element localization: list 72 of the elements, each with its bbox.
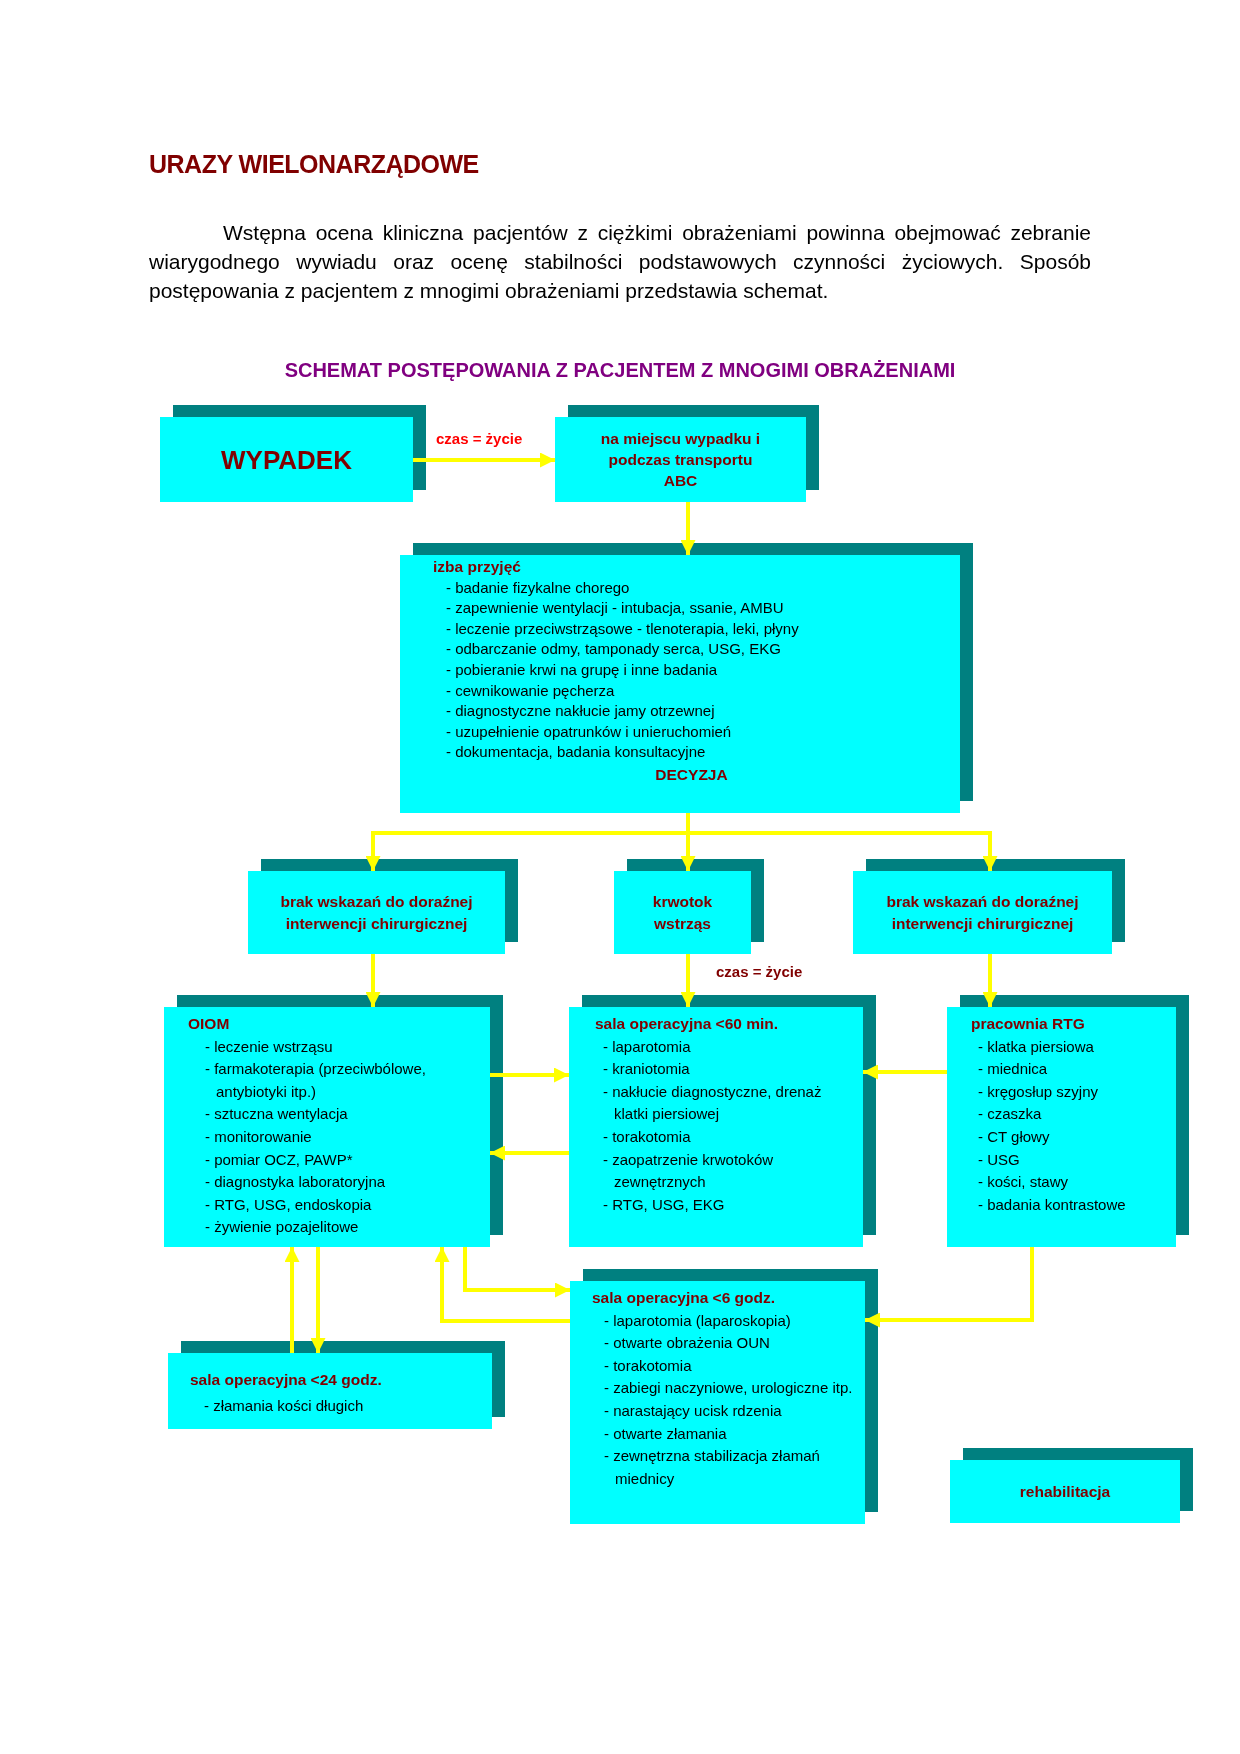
box-heading: krwotok wstrząs	[651, 891, 714, 934]
page-title: URAZY WIELONARZĄDOWE	[149, 150, 479, 179]
arrow	[982, 954, 998, 1007]
box-heading: OIOM	[188, 1014, 231, 1034]
list-item: - diagnostyczne nakłucie jamy otrzewnej	[446, 701, 716, 722]
list-item: - RTG, USG, endoskopia	[205, 1194, 373, 1215]
box-heading: brak wskazań do doraźnej interwencji chirurgicznej	[279, 891, 474, 934]
box-heading: pracownia RTG	[971, 1014, 1086, 1034]
arrow	[863, 1064, 947, 1080]
list-item: - zewnętrzna stabilizacja złamań miednicy	[604, 1446, 821, 1489]
box-text: ABC	[663, 471, 698, 491]
list-item: - USG	[978, 1149, 1021, 1170]
list-item: - zaopatrzenie krwotoków zewnętrznych	[603, 1149, 775, 1193]
box-heading: izba przyjęć	[433, 557, 522, 577]
list-item: - narastający ucisk rdzenia	[604, 1400, 783, 1421]
box-heading: na miejscu wypadku i podczas transportu	[599, 429, 762, 470]
list-item: - badanie fizykalne chorego	[446, 577, 631, 598]
arrow	[284, 1247, 300, 1353]
diagram-heading: SCHEMAT POSTĘPOWANIA Z PACJENTEM Z MNOGIMI OBRAŻENIAMI	[283, 359, 957, 382]
list-item: - otwarte obrażenia OUN	[604, 1333, 771, 1354]
arrow	[490, 1145, 569, 1161]
list-item: - leczenie przeciwstrząsowe - tlenoterapia, leki, płyny	[446, 618, 800, 639]
list-item: - sztuczna wentylacja	[205, 1104, 349, 1125]
list-item: - otwarte złamania	[604, 1423, 728, 1444]
list-item: - uzupełnienie opatrunków i unieruchomień	[446, 721, 733, 742]
list-item: - laparotomia	[603, 1036, 692, 1057]
list-item: - miednica	[978, 1059, 1049, 1080]
box-heading: WYPADEK	[221, 444, 352, 475]
list-item: - RTG, USG, EKG	[603, 1194, 726, 1215]
edge-label: czas = życie	[714, 963, 805, 980]
list-item: - diagnostyka laboratoryjna	[205, 1172, 387, 1193]
arrow	[686, 813, 998, 871]
arrow	[463, 1247, 570, 1298]
box-heading: sala operacyjna <24 godz.	[190, 1370, 383, 1390]
list-item: - badania kontrastowe	[978, 1194, 1127, 1215]
list-item: - pobieranie krwi na grupę i inne badania	[446, 659, 718, 680]
box-heading: rehabilitacja	[1019, 1481, 1111, 1502]
intro-paragraph: Wstępna ocena kliniczna pacjentów z ciężkimi obrażeniami powinna obejmować zebranie wiarygodnego wywiadu oraz ocenę stabilności podstawowych czynności życiowych. Sposób postępowania z pacjentem z mnogimi obrażeniami przedstawia schemat.	[149, 220, 1091, 304]
list-item: - dokumentacja, badania konsultacyjne	[446, 742, 707, 763]
edge-label: czas = życie	[434, 430, 525, 447]
list-item: - klatka piersiowa	[978, 1036, 1095, 1057]
list-item: - leczenie wstrząsu	[205, 1036, 334, 1057]
list-item: - farmakoterapia (przeciwbólowe, antybiotyki itp.)	[205, 1059, 427, 1102]
list-item: - laparotomia (laparoskopia)	[604, 1310, 792, 1331]
box-heading: sala operacyjna <6 godz.	[592, 1288, 777, 1308]
list-item: - czaszka	[978, 1104, 1043, 1125]
arrow	[310, 1247, 326, 1353]
list-item: - zabiegi naczyniowe, urologiczne itp.	[604, 1378, 854, 1399]
list-item: - odbarczanie odmy, tamponady serca, USG, EKG	[446, 639, 782, 660]
arrow	[865, 1247, 1034, 1328]
list-item: - cewnikowanie pęcherza	[446, 680, 616, 701]
arrow	[680, 954, 696, 1007]
arrow	[413, 452, 555, 468]
list-item: - kręgosłup szyjny	[978, 1081, 1100, 1102]
arrow	[490, 1067, 569, 1083]
arrow	[680, 502, 696, 555]
box-heading: sala operacyjna <60 min.	[595, 1014, 780, 1034]
list-item: - pomiar OCZ, PAWP*	[205, 1149, 354, 1170]
arrow	[365, 954, 381, 1007]
list-item: - torakotomia	[603, 1126, 692, 1147]
list-item: - torakotomia	[604, 1355, 693, 1376]
list-item: - kości, stawy	[978, 1172, 1069, 1193]
list-item: - CT głowy	[978, 1126, 1051, 1147]
box-footer: DECYZJA	[433, 764, 950, 786]
list-item: - zapewnienie wentylacji - intubacja, ssanie, AMBU	[446, 598, 785, 619]
box-heading: brak wskazań do doraźnej interwencji chirurgicznej	[885, 891, 1080, 934]
list-item: - kraniotomia	[603, 1059, 691, 1080]
list-item: - żywienie pozajelitowe	[205, 1217, 360, 1238]
list-item: - nakłucie diagnostyczne, drenaż klatki piersiowej	[603, 1081, 823, 1125]
arrow	[434, 1247, 570, 1323]
list-item: - monitorowanie	[205, 1126, 313, 1147]
list-item: - złamania kości długich	[204, 1396, 365, 1416]
